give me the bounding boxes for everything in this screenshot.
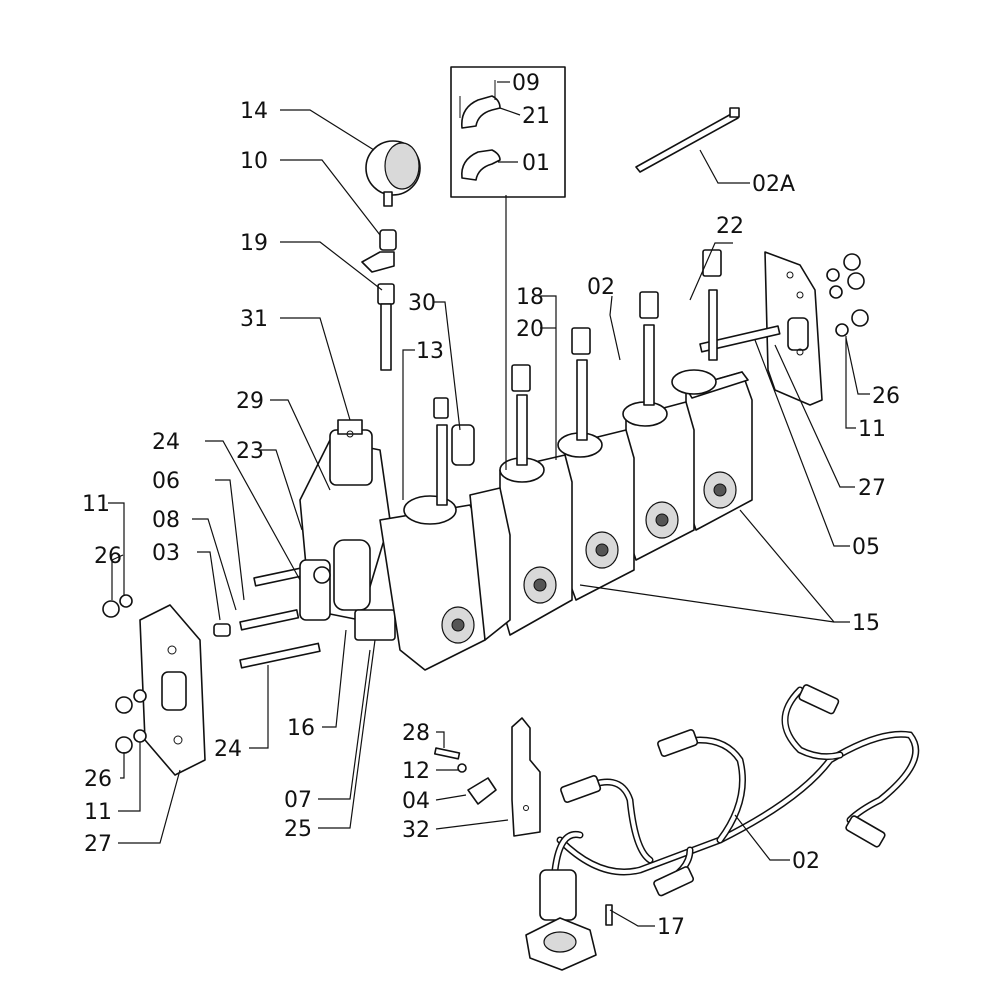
valve-manifold (299, 249, 753, 671)
label-08: 08 (152, 508, 180, 533)
label-22: 22 (716, 214, 744, 239)
right-mounting-plate (699, 251, 869, 406)
label-01: 01 (522, 151, 550, 176)
label-26-left-bottom: 26 (84, 767, 112, 792)
bracket-32 (433, 717, 541, 837)
label-23: 23 (236, 439, 264, 464)
label-12: 12 (402, 759, 430, 784)
valve-section-1 (379, 487, 511, 671)
valve-section-2 (499, 454, 573, 636)
wiring-harness (525, 684, 920, 971)
label-26-left-top: 26 (94, 544, 122, 569)
label-04: 04 (402, 789, 430, 814)
label-11-right: 11 (858, 417, 886, 442)
label-24-top: 24 (152, 430, 180, 455)
left-mounting-plate (102, 594, 206, 776)
label-19: 19 (240, 231, 268, 256)
tie-rods (213, 567, 321, 669)
label-29: 29 (236, 389, 264, 414)
label-07: 07 (284, 788, 312, 813)
label-10: 10 (240, 149, 268, 174)
label-18: 18 (516, 285, 544, 310)
label-02-bottom: 02 (792, 849, 820, 874)
label-05: 05 (852, 535, 880, 560)
cable-tie (635, 107, 740, 173)
label-14: 14 (240, 99, 268, 124)
label-28: 28 (402, 721, 430, 746)
label-31: 31 (240, 307, 268, 332)
label-21: 21 (522, 104, 550, 129)
label-09: 09 (512, 71, 540, 96)
label-11-left-bottom: 11 (84, 800, 112, 825)
label-26-right: 26 (872, 384, 900, 409)
label-27-left: 27 (84, 832, 112, 857)
valve-section-5 (671, 369, 753, 531)
label-02a: 02A (752, 172, 795, 197)
label-16: 16 (287, 716, 315, 741)
label-02-top: 02 (587, 275, 615, 300)
leader-lines (108, 81, 870, 927)
label-03: 03 (152, 541, 180, 566)
label-25: 25 (284, 817, 312, 842)
label-17: 17 (657, 915, 685, 940)
valve-section-4 (622, 401, 695, 561)
label-24-bottom: 24 (214, 737, 242, 762)
clamp-inset (450, 66, 566, 198)
label-27-right: 27 (858, 476, 886, 501)
label-30: 30 (408, 291, 436, 316)
label-13: 13 (416, 339, 444, 364)
gauge-assembly (361, 140, 421, 371)
label-20: 20 (516, 317, 544, 342)
label-11-left-top: 11 (82, 492, 110, 517)
label-15: 15 (852, 611, 880, 636)
label-32: 32 (402, 818, 430, 843)
part-labels: 09 21 01 02A 14 10 19 31 13 30 18 20 02 … (82, 71, 900, 940)
connector-stems (433, 249, 722, 506)
valve-section-3 (557, 429, 635, 601)
label-06: 06 (152, 469, 180, 494)
